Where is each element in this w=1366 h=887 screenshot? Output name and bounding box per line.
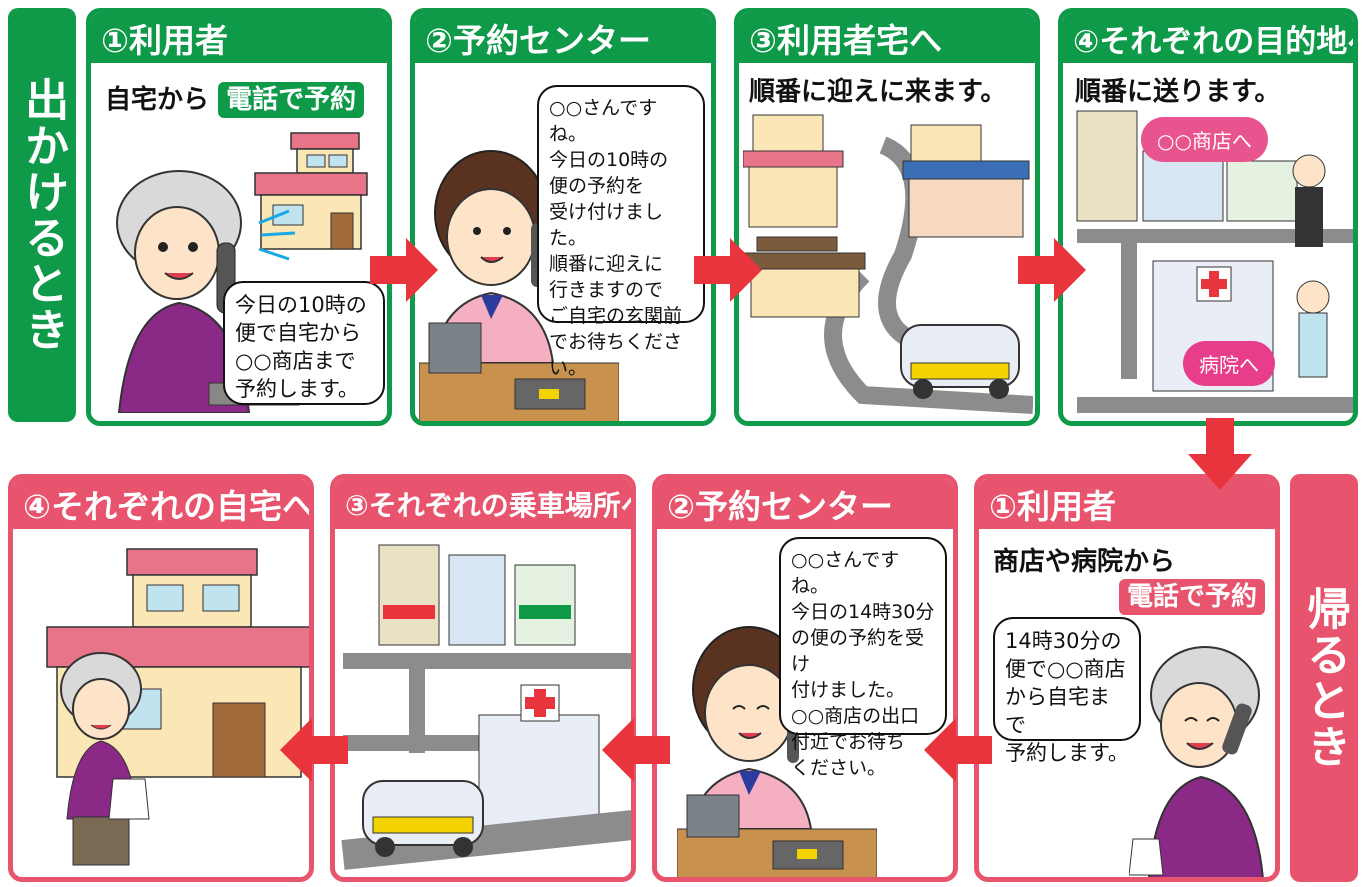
- arrow-left-1: [924, 718, 992, 782]
- outbound-step1-panel: ①利用者 自宅から 電話で予約 今日の10時の 便で自宅から ○○商店まで 予約…: [86, 8, 392, 426]
- return-step2-panel: ②予約センター ○○さんですね。 今日の14時30分 の便の予約を受け 付けまし…: [652, 474, 958, 882]
- arrow-left-3: [280, 718, 348, 782]
- pickup-route-illustration: [743, 114, 1033, 414]
- home-arrival-illustration: [46, 548, 309, 866]
- boarding-route-illustration: [341, 544, 631, 870]
- house-illustration: [254, 132, 368, 250]
- return-step1-panel: ①利用者 商店や病院から 電話で予約 14時30分の 便で○○商店 から自宅まで…: [974, 474, 1280, 882]
- operator-illustration: [419, 150, 619, 421]
- arrow-left-2: [602, 718, 670, 782]
- return-step1-subtitle: 商店や病院から: [993, 547, 1176, 577]
- outbound-step2-panel: ②予約センター ○○さんですね。 今日の10時の 便の予約を 受け付けました。 …: [410, 8, 716, 426]
- operator-illustration: [677, 626, 877, 877]
- arrow-right-3: [1018, 238, 1086, 302]
- outbound-step2-title: ②予約センター: [415, 13, 711, 63]
- outbound-step3-title: ③利用者宅へ: [739, 13, 1035, 63]
- return-step3-panel: ③それぞれの乗車場所へ: [330, 474, 636, 882]
- outbound-step1-bubble: 今日の10時の 便で自宅から ○○商店まで 予約します。: [223, 281, 385, 405]
- outbound-step4-shop-label: ○○商店へ: [1141, 117, 1268, 162]
- return-step1-tag: 電話で予約: [1119, 579, 1266, 615]
- outbound-step4-subtitle: 順番に送ります。: [1075, 77, 1281, 107]
- return-step3-title: ③それぞれの乗車場所へ: [335, 479, 631, 529]
- outbound-step4-title: ④それぞれの目的地へ: [1063, 13, 1353, 63]
- return-step1-bubble: 14時30分の 便で○○商店 から自宅まで 予約します。: [993, 617, 1141, 765]
- return-step4-panel: ④それぞれの自宅へ: [8, 474, 314, 882]
- return-step1-title: ①利用者: [979, 479, 1275, 529]
- arrow-right-2: [694, 238, 762, 302]
- outbound-label: 出かけるとき: [8, 8, 76, 422]
- outbound-step4-hospital-label: 病院へ: [1183, 341, 1275, 386]
- outbound-step2-bubble: ○○さんですね。 今日の10時の 便の予約を 受け付けました。 順番に迎えに 行…: [537, 85, 705, 379]
- arrow-down: [1188, 418, 1252, 490]
- destinations-illustration: [1076, 110, 1353, 413]
- grandma-shopping-illustration: [1129, 646, 1264, 877]
- outbound-step1-subtitle: 自宅から: [105, 85, 210, 115]
- outbound-step4-panel: ④それぞれの目的地へ 順番に送ります。 ○○商店へ 病院へ: [1058, 8, 1358, 426]
- return-label: 帰るとき: [1290, 474, 1358, 882]
- arrow-right-1: [370, 238, 438, 302]
- outbound-step1-tag: 電話で予約: [218, 82, 365, 118]
- grandma-phone-illustration: [116, 170, 300, 413]
- outbound-step3-panel: ③利用者宅へ 順番に迎えに来ます。: [734, 8, 1040, 426]
- outbound-step3-subtitle: 順番に迎えに来ます。: [749, 77, 1007, 107]
- outbound-step1-subtitle-row: 自宅から 電話で予約: [105, 79, 365, 118]
- return-step2-bubble: ○○さんですね。 今日の14時30分 の便の予約を受け 付けました。 ○○商店の…: [779, 537, 947, 779]
- return-step2-title: ②予約センター: [657, 479, 953, 529]
- return-step4-title: ④それぞれの自宅へ: [13, 479, 309, 529]
- outbound-step1-title: ①利用者: [91, 13, 387, 63]
